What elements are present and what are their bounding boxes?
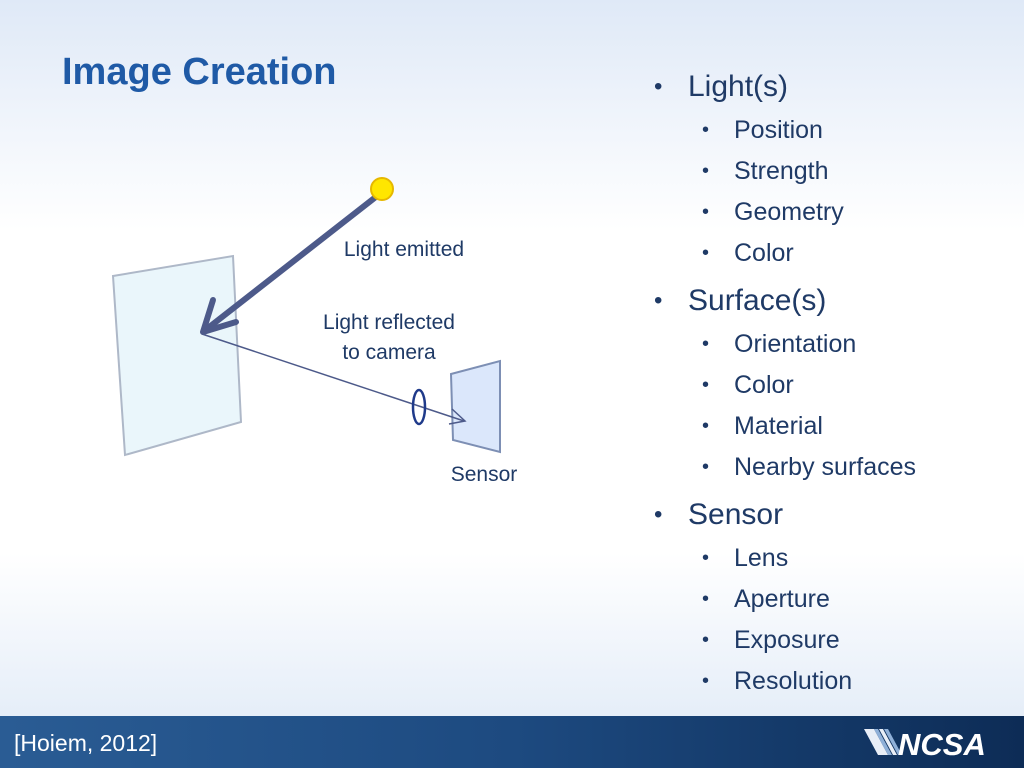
bullet-group-lights: Light(s) Position Strength Geometry Colo…: [648, 66, 916, 274]
logo-stripes-icon: [864, 729, 888, 755]
bullet-group-sensor: Sensor Lens Aperture Exposure Resolution: [648, 494, 916, 702]
sub-bullet: Lens: [648, 538, 916, 579]
sub-bullet: Color: [648, 365, 916, 406]
emitted-light-arrow: [205, 193, 380, 331]
sub-bullet: Aperture: [648, 579, 916, 620]
sub-bullet: Exposure: [648, 620, 916, 661]
sub-bullet: Material: [648, 406, 916, 447]
sub-bullet: Nearby surfaces: [648, 447, 916, 488]
label-light-emitted: Light emitted: [344, 238, 464, 261]
label-to-camera: to camera: [342, 341, 436, 364]
sub-bullet: Resolution: [648, 661, 916, 702]
reflected-arrow-head: [448, 408, 467, 425]
bullet-lights: Light(s): [648, 66, 916, 108]
sub-bullet: Geometry: [648, 192, 916, 233]
sub-bullet: Strength: [648, 151, 916, 192]
sub-bullet: Position: [648, 110, 916, 151]
sub-bullet: Orientation: [648, 324, 916, 365]
lens-ellipse: [411, 388, 427, 426]
sensor-plane: [449, 359, 501, 454]
ncsa-logo: NCSA: [864, 727, 986, 759]
logo-text: NCSA: [898, 727, 986, 759]
bullet-list: Light(s) Position Strength Geometry Colo…: [648, 66, 916, 708]
surface-plane: [111, 254, 243, 457]
label-light-reflected: Light reflected: [323, 311, 455, 334]
footer-bar: [Hoiem, 2012] NCSA: [0, 716, 1024, 768]
bullet-group-surfaces: Surface(s) Orientation Color Material Ne…: [648, 280, 916, 488]
emitted-arrow-head: [200, 297, 239, 335]
image-creation-diagram: Light emitted Light reflected to camera …: [111, 177, 518, 486]
slide-title: Image Creation: [62, 51, 337, 93]
label-sensor: Sensor: [451, 463, 518, 486]
sub-bullet: Color: [648, 233, 916, 274]
bullet-surfaces: Surface(s): [648, 280, 916, 322]
light-source-icon: [370, 177, 394, 201]
reflected-light-arrow: [201, 333, 465, 422]
citation: [Hoiem, 2012]: [14, 730, 158, 756]
bullet-sensor: Sensor: [648, 494, 916, 536]
